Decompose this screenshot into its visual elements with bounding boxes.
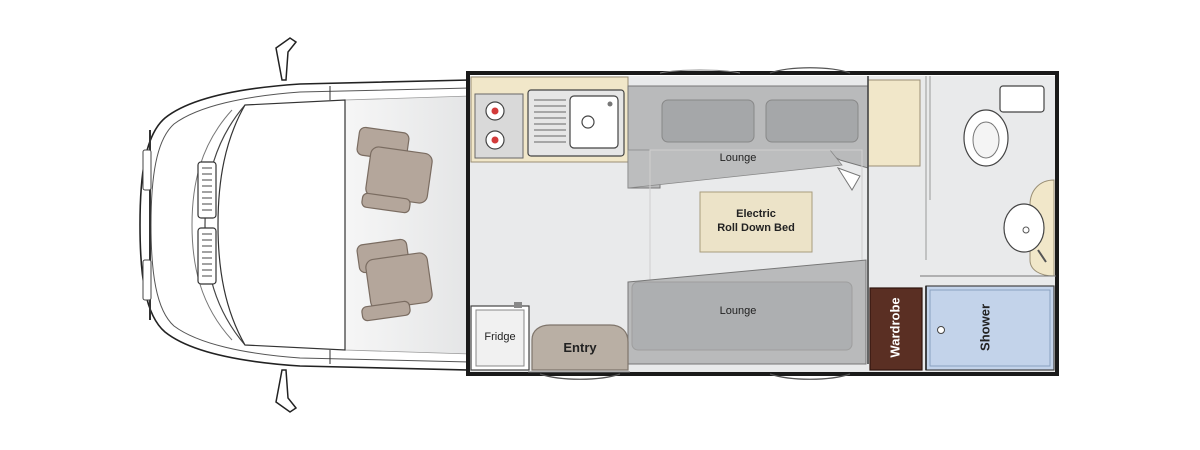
- right-mirror: [275, 369, 298, 413]
- cab-seat-driver: [356, 126, 433, 214]
- headlight-right: [142, 259, 152, 301]
- lounge-top-cushion-2: [765, 99, 859, 143]
- lounge-bottom-cushion: [631, 281, 853, 351]
- left-mirror: [275, 37, 298, 81]
- shower: [925, 285, 1055, 371]
- wardrobe-label: Wardrobe: [887, 297, 903, 358]
- cab-seat-passenger: [356, 238, 433, 322]
- toilet-icon: [963, 85, 1045, 167]
- electric-roll-down-bed: [699, 191, 813, 253]
- bed-label-line1: Electric: [736, 208, 776, 220]
- shower-label: Shower: [977, 303, 993, 351]
- shower-drain-icon: [937, 326, 945, 334]
- lounge-top-label: Lounge: [719, 152, 757, 164]
- table-edge: [836, 167, 861, 191]
- lounge-top-cushion-1: [661, 99, 755, 143]
- sink-drain-icon: [581, 115, 595, 129]
- lounge-bottom-label: Lounge: [719, 305, 757, 317]
- fridge-label: Fridge: [484, 331, 516, 343]
- entry-step: [531, 324, 629, 371]
- headlight-left: [142, 149, 152, 191]
- vehicle-cab: [139, 37, 471, 413]
- body-outer-wall: [466, 71, 1059, 376]
- linen-cabinet: [867, 79, 921, 167]
- wardrobe: [869, 287, 923, 371]
- entry-label: Entry: [563, 340, 597, 355]
- bed-label-line2: Roll Down Bed: [717, 222, 795, 234]
